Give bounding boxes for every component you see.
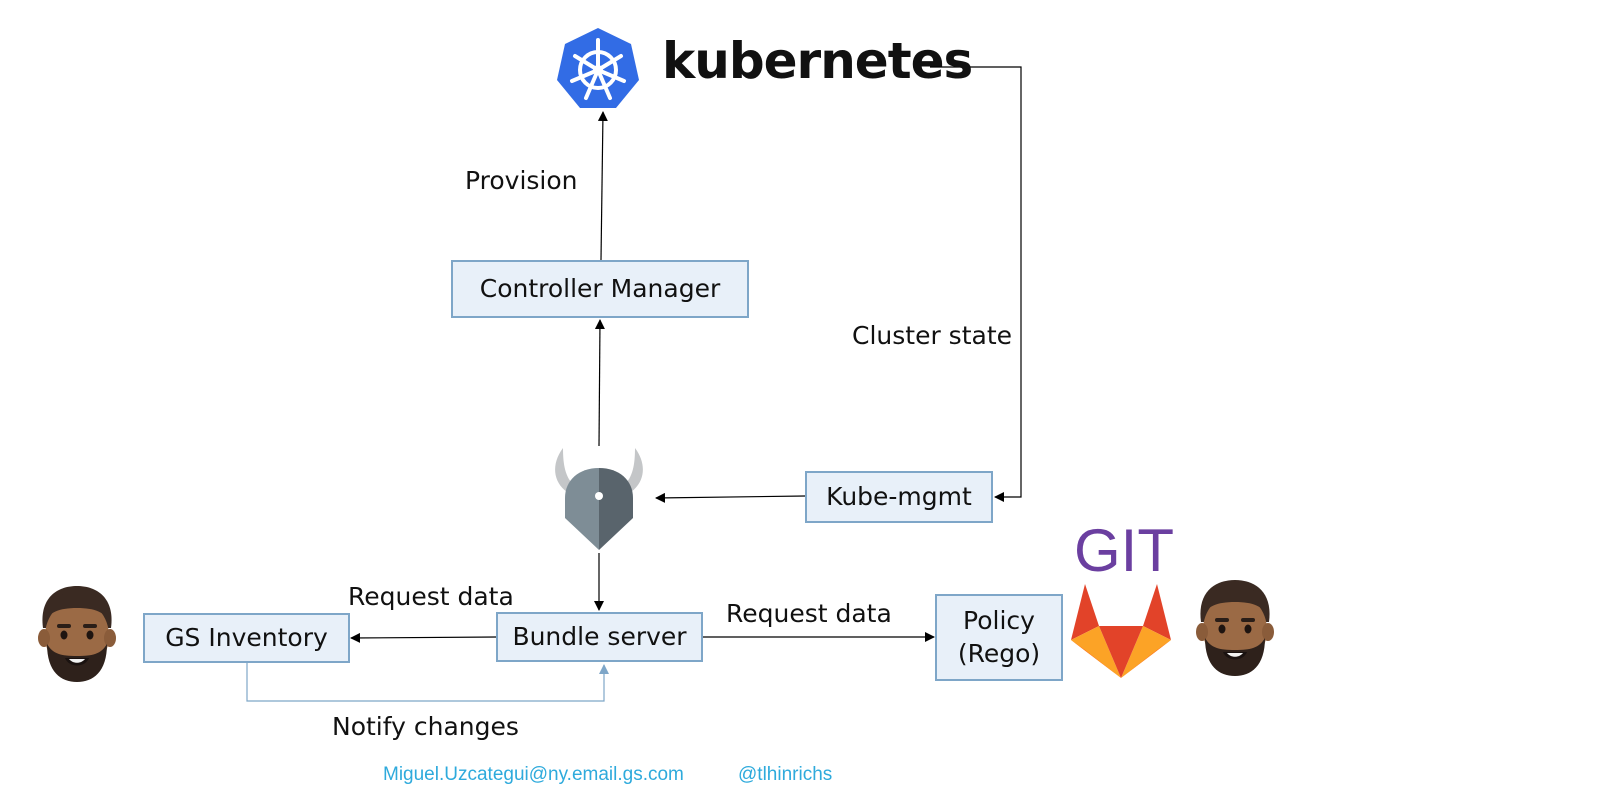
cluster-state-label: Cluster state — [852, 321, 1013, 350]
provision-label: Provision — [465, 166, 578, 195]
request-data-right-label: Request data — [726, 599, 892, 628]
kubernetes-helm-wheel-icon — [557, 28, 639, 108]
bundle-to-inventory-arrow — [350, 632, 498, 643]
kubemgmt-to-opa-arrow — [655, 492, 806, 503]
opa-to-controller-arrow — [594, 319, 605, 447]
footer-email: Miguel.Uzcategui@ny.email.gs.com — [383, 764, 684, 785]
footer-handle: @tlhinrichs — [738, 764, 833, 785]
request-data-left-label: Request data — [348, 582, 514, 611]
bundle-server-box: Bundle server — [496, 612, 703, 662]
bearded-man-emoji-icon — [1196, 580, 1274, 676]
policy-box: Policy (Rego) — [935, 594, 1063, 681]
opa-viking-helmet-icon — [555, 448, 643, 550]
policy-text-line2: (Rego) — [957, 638, 1041, 668]
bundle-server-text: Bundle server — [512, 621, 687, 651]
bearded-man-emoji-icon — [38, 586, 116, 682]
kube-mgmt-text: Kube-mgmt — [826, 481, 972, 511]
policy-text-line1: Policy — [963, 606, 1035, 635]
gitlab-fox-icon — [1071, 584, 1171, 678]
kubernetes-wordmark: kubernetes — [662, 32, 973, 90]
provision-arrow — [597, 111, 608, 261]
git-label: GIT — [1074, 517, 1174, 584]
kube-mgmt-box: Kube-mgmt — [805, 471, 993, 523]
cluster-state-arrow — [930, 66, 1022, 502]
gs-inventory-text: GS Inventory — [165, 622, 328, 652]
notify-changes-label: Notify changes — [332, 712, 519, 741]
gs-inventory-box: GS Inventory — [143, 613, 350, 663]
controller-manager-text: Controller Manager — [479, 273, 721, 303]
controller-manager-box: Controller Manager — [451, 260, 749, 318]
notify-changes-arrow — [246, 662, 609, 702]
